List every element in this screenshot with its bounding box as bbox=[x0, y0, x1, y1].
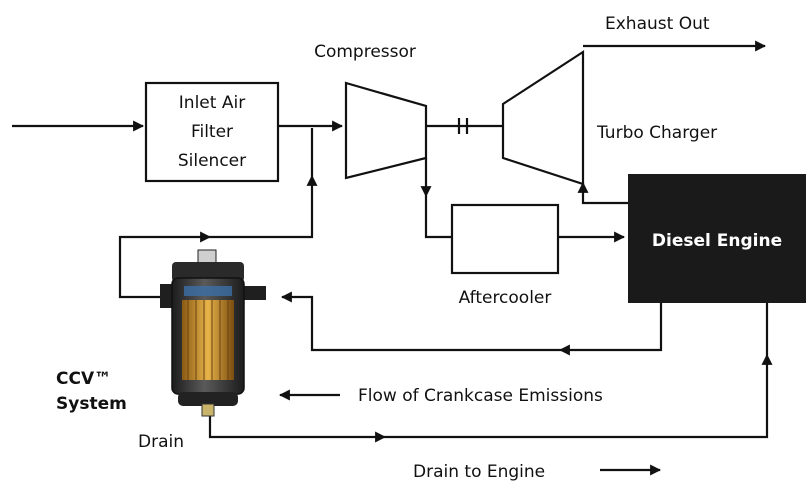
drain-to-engine-label: Drain to Engine bbox=[413, 462, 545, 482]
ccv-filter-illustration bbox=[160, 249, 266, 417]
ccv-label-2: System bbox=[56, 394, 127, 414]
engine-to-turbine-arrow bbox=[577, 181, 628, 205]
aftercooler-label: Aftercooler bbox=[459, 288, 552, 308]
ccv-return-arrow-a bbox=[118, 231, 212, 299]
ccv-return-arrow-b bbox=[210, 174, 318, 239]
drain-label: Drain bbox=[138, 432, 184, 452]
aftercooler-box bbox=[450, 203, 560, 275]
turbine-shape bbox=[501, 49, 585, 186]
drain-line-arrow-a bbox=[208, 412, 387, 443]
engine-to-ccv-arrow-b bbox=[280, 291, 560, 352]
drain-line-arrow-b bbox=[385, 353, 773, 439]
compressor-to-aftercooler-line bbox=[424, 196, 452, 239]
engine-to-ccv-arrow-a bbox=[558, 303, 663, 356]
inlet-air-label-2: Filter bbox=[191, 122, 233, 142]
ccv-label-1: CCV™ bbox=[56, 369, 111, 389]
inlet-air-label-3: Silencer bbox=[178, 151, 246, 171]
inlet-air-label-1: Inlet Air bbox=[179, 93, 245, 113]
compressor-shape bbox=[344, 81, 428, 180]
inlet-air-filter-box bbox=[144, 81, 280, 183]
compressor-label: Compressor bbox=[314, 42, 416, 62]
turbo-charger-label: Turbo Charger bbox=[596, 123, 717, 143]
flow-crankcase-label: Flow of Crankcase Emissions bbox=[358, 386, 603, 406]
diesel-engine-box bbox=[628, 174, 806, 303]
exhaust-out-label: Exhaust Out bbox=[605, 14, 710, 34]
diesel-engine-label: Diesel Engine bbox=[652, 231, 782, 251]
